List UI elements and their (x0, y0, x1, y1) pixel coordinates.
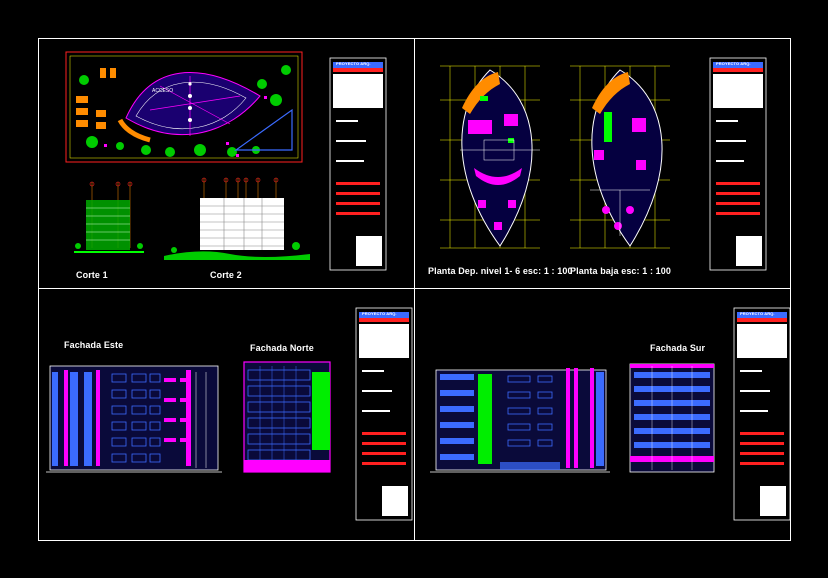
title-block-1-project-label: PROYECTO ARQ. (336, 61, 371, 66)
title-block-sheet-2[interactable] (709, 57, 767, 271)
title-block-3-project-label: PROYECTO ARQ. (362, 311, 397, 316)
label-planta-baja: Planta baja esc: 1 : 100 (570, 266, 671, 276)
title-block-4-project-label: PROYECTO ARQ. (740, 311, 775, 316)
drawing-frame (38, 38, 791, 541)
sheet-4-fachada-sur-right[interactable] (629, 363, 715, 473)
title-block-2-project-label: PROYECTO ARQ. (716, 61, 751, 66)
sheet-3-fachada-este[interactable] (46, 365, 222, 473)
title-block-sheet-4[interactable] (733, 307, 791, 521)
title-block-sheet-1[interactable] (329, 57, 387, 271)
plaza-label: ACCESO (152, 88, 173, 94)
sheet-1-section-corte-2[interactable] (164, 177, 310, 260)
label-fachada-este: Fachada Este (64, 340, 124, 350)
sheet-1-site-plan[interactable]: ACCESO (65, 51, 303, 163)
sheet-3-fachada-norte[interactable] (243, 361, 331, 473)
sheet-2-floor-plan-nivel[interactable] (440, 65, 540, 249)
label-corte-1: Corte 1 (76, 270, 108, 280)
label-fachada-sur: Fachada Sur (650, 343, 706, 353)
label-corte-2: Corte 2 (210, 270, 242, 280)
title-block-sheet-3[interactable] (355, 307, 413, 521)
sheet-4-fachada-sur-left[interactable] (430, 368, 610, 473)
label-fachada-norte: Fachada Norte (250, 343, 314, 353)
label-planta-dep: Planta Dep. nivel 1- 6 esc: 1 : 100 (428, 266, 573, 276)
sheet-1-section-corte-1[interactable] (74, 181, 144, 253)
sheet-2-floor-plan-baja[interactable] (570, 65, 670, 249)
